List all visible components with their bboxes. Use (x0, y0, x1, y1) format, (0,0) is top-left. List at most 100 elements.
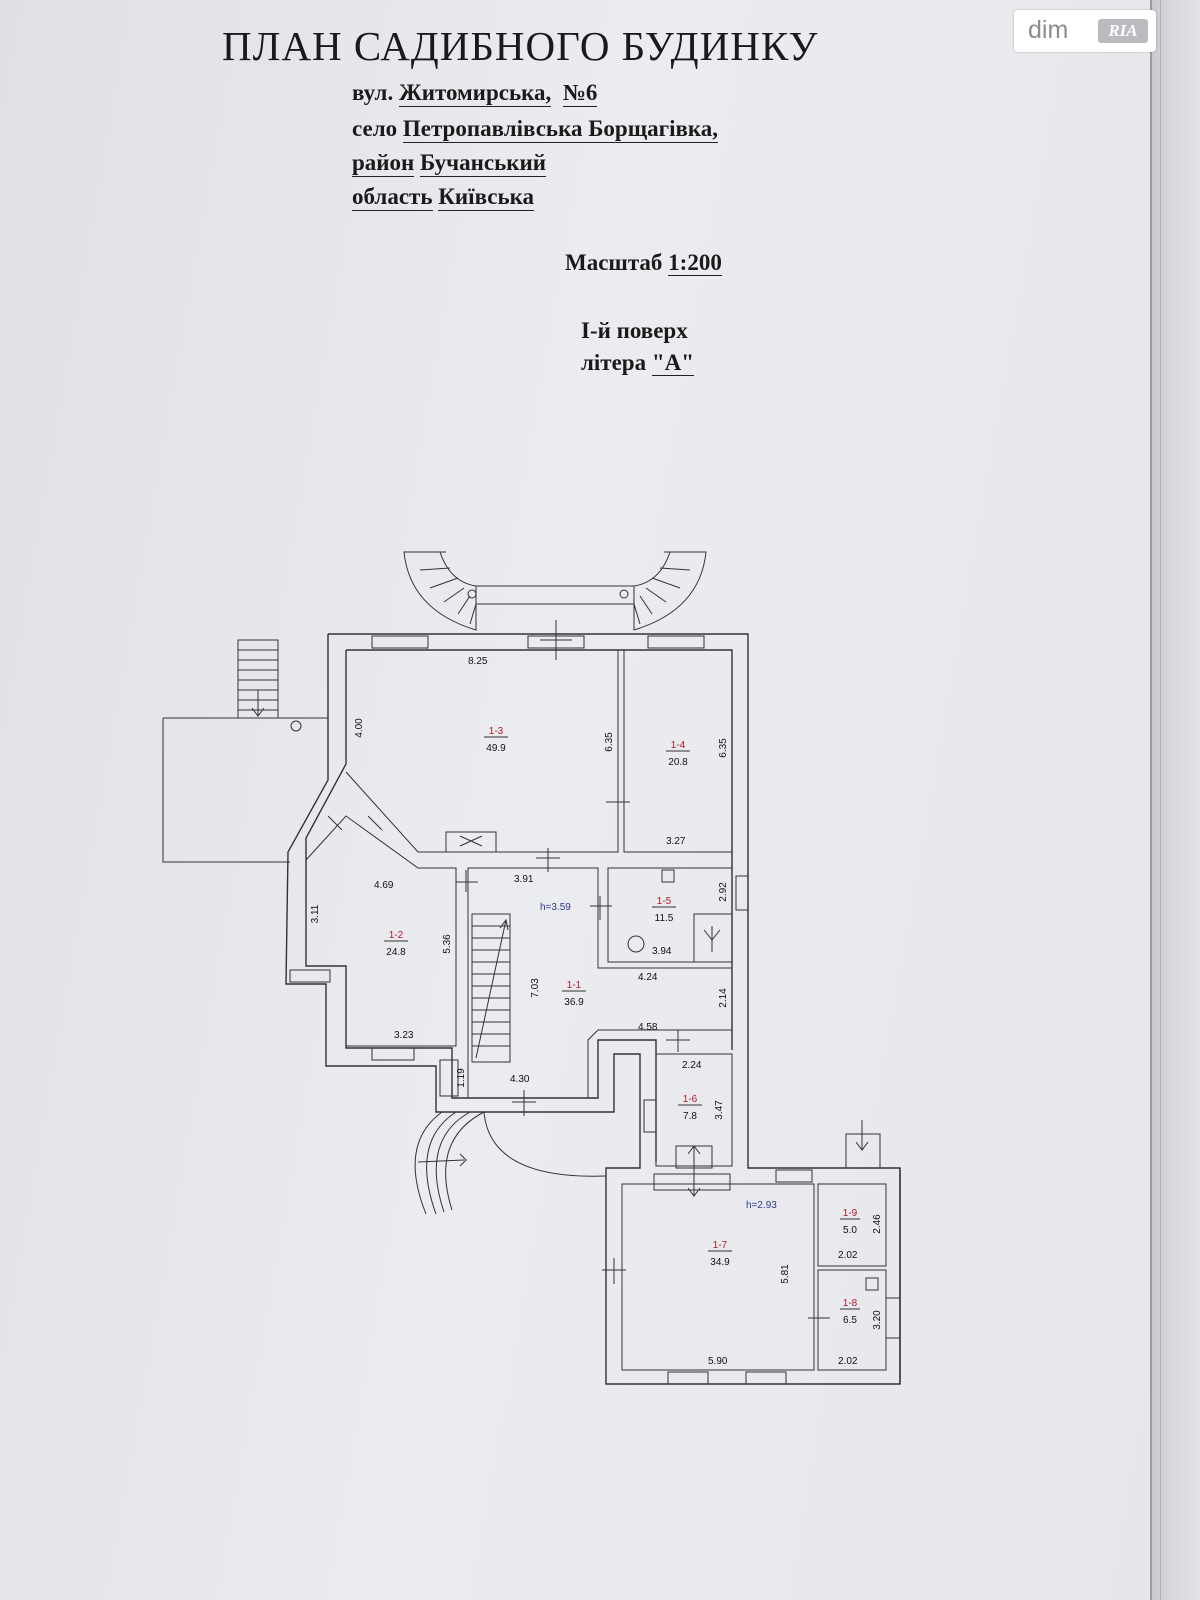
svg-text:5.90: 5.90 (708, 1356, 728, 1367)
svg-text:1-3: 1-3 (489, 726, 504, 737)
street-name: Житомирська, (398, 80, 552, 107)
letter-value: "А" (651, 350, 694, 376)
svg-text:4.24: 4.24 (638, 972, 658, 983)
svg-text:6.5: 6.5 (843, 1315, 857, 1326)
svg-text:36.9: 36.9 (564, 997, 584, 1008)
dimria-logo[interactable]: dim RIA (1014, 10, 1156, 52)
toilet (627, 935, 645, 953)
svg-text:1-2: 1-2 (389, 930, 404, 941)
scale-label: Масштаб (565, 250, 663, 275)
address-street-line: вул. Житомирська, №6 (352, 80, 598, 107)
windows (289, 635, 901, 1385)
room-1-6-label: 1-6 7.8 (678, 1094, 702, 1122)
svg-text:1-8: 1-8 (843, 1298, 858, 1309)
house-number: №6 (562, 80, 598, 107)
room-1-9-label: 1-9 5.0 (840, 1208, 860, 1236)
sheet-edge-line (1160, 0, 1161, 1600)
plan-title: ПЛАН САДИБНОГО БУДИНКУ (222, 23, 819, 69)
svg-text:1-4: 1-4 (671, 740, 686, 751)
column-right (619, 589, 629, 599)
district-name: Бучанський (420, 150, 547, 177)
village-label: село (352, 116, 398, 141)
column-terrace (290, 720, 302, 732)
room-1-8-label: 1-8 6.5 (840, 1298, 860, 1326)
entrance-terrace (476, 585, 634, 605)
region-label: область (352, 184, 433, 211)
svg-text:3.91: 3.91 (514, 874, 534, 885)
svg-text:2.46: 2.46 (872, 1214, 883, 1234)
svg-text:2.14: 2.14 (718, 988, 729, 1008)
spiral-stair-left (403, 551, 477, 631)
service-stair (845, 1120, 881, 1169)
height-hall: h=3.59 (540, 902, 571, 913)
step-7 (653, 1173, 731, 1191)
room-1-7-label: 1-7 34.9 (708, 1240, 732, 1268)
svg-text:3.11: 3.11 (310, 904, 321, 923)
svg-text:1-9: 1-9 (843, 1208, 858, 1219)
hall-stair (471, 913, 511, 1063)
svg-text:3.20: 3.20 (872, 1310, 883, 1330)
district-label: район (352, 150, 415, 177)
floor-label: І-й поверх (581, 318, 688, 343)
svg-text:3.27: 3.27 (666, 836, 686, 847)
svg-text:24.8: 24.8 (386, 947, 406, 958)
svg-text:7.8: 7.8 (683, 1111, 697, 1122)
svg-text:3.94: 3.94 (652, 946, 672, 957)
svg-text:6.35: 6.35 (604, 732, 615, 752)
room-1-3-label: 1-3 49.9 (484, 726, 508, 754)
logo-text: dim (1028, 16, 1069, 44)
fireplace (445, 831, 497, 853)
room-1-5-label: 1-5 11.5 (652, 896, 676, 924)
letter-label: літера (581, 350, 647, 375)
svg-text:5.36: 5.36 (442, 934, 453, 954)
washbasin (661, 869, 675, 883)
document-sheet (0, 0, 1150, 1600)
left-stair (237, 639, 279, 719)
svg-text:3.23: 3.23 (394, 1030, 414, 1041)
column-left (467, 589, 477, 599)
region-name: Київська (438, 184, 535, 211)
svg-text:4.30: 4.30 (510, 1074, 530, 1085)
village-name: Петропавлівська Борщагівка, (402, 116, 719, 143)
dimension-labels: 8.25 4.00 6.35 6.35 3.27 4.69 3.91 3.11 … (310, 656, 883, 1367)
address-village-line: село Петропавлівська Борщагівка, (352, 116, 719, 143)
svg-text:1.19: 1.19 (456, 1068, 467, 1088)
svg-text:49.9: 49.9 (486, 743, 506, 754)
room-1-2-outline (305, 815, 457, 1047)
svg-text:2.24: 2.24 (682, 1060, 702, 1071)
svg-text:6.35: 6.35 (718, 738, 729, 758)
svg-text:1-7: 1-7 (713, 1240, 728, 1251)
svg-text:4.00: 4.00 (354, 718, 365, 738)
floor-plan-drawing: 1-3 49.9 1-4 20.8 1-2 24.8 1-1 36.9 1-5 … (162, 551, 901, 1385)
height-room-1-7: h=2.93 (746, 1200, 777, 1211)
svg-text:11.5: 11.5 (655, 913, 674, 924)
boiler (865, 1277, 879, 1291)
svg-text:1-6: 1-6 (683, 1094, 698, 1105)
svg-text:8.25: 8.25 (468, 656, 488, 667)
scale-value: 1:200 (668, 250, 722, 276)
svg-text:1-1: 1-1 (567, 980, 582, 991)
room-1-1-outline (467, 867, 733, 1099)
address-district-line: район Бучанський (352, 150, 547, 177)
svg-text:2.02: 2.02 (838, 1356, 858, 1367)
room-1-3-outline (345, 649, 619, 853)
logo-badge: RIA (1098, 19, 1148, 43)
shower (693, 913, 733, 963)
scale-line: Масштаб 1:200 (565, 250, 722, 276)
svg-text:7.03: 7.03 (530, 978, 541, 998)
room-1-4-outline (623, 649, 733, 853)
spiral-stair-right (633, 551, 707, 631)
room-1-9-outline (817, 1183, 887, 1267)
front-curved-stair (414, 1111, 485, 1215)
svg-text:34.9: 34.9 (710, 1257, 730, 1268)
room-1-7-outline (621, 1183, 815, 1371)
outer-wall-main (285, 633, 901, 1385)
svg-text:3.47: 3.47 (714, 1100, 725, 1120)
room-1-4-label: 1-4 20.8 (666, 740, 690, 768)
svg-text:5.0: 5.0 (843, 1225, 857, 1236)
letter-line: літера "А" (581, 350, 694, 376)
address-region-line: область Київська (352, 184, 535, 211)
left-terrace (162, 717, 328, 863)
doors (327, 620, 830, 1330)
street-label: вул. (352, 80, 394, 105)
